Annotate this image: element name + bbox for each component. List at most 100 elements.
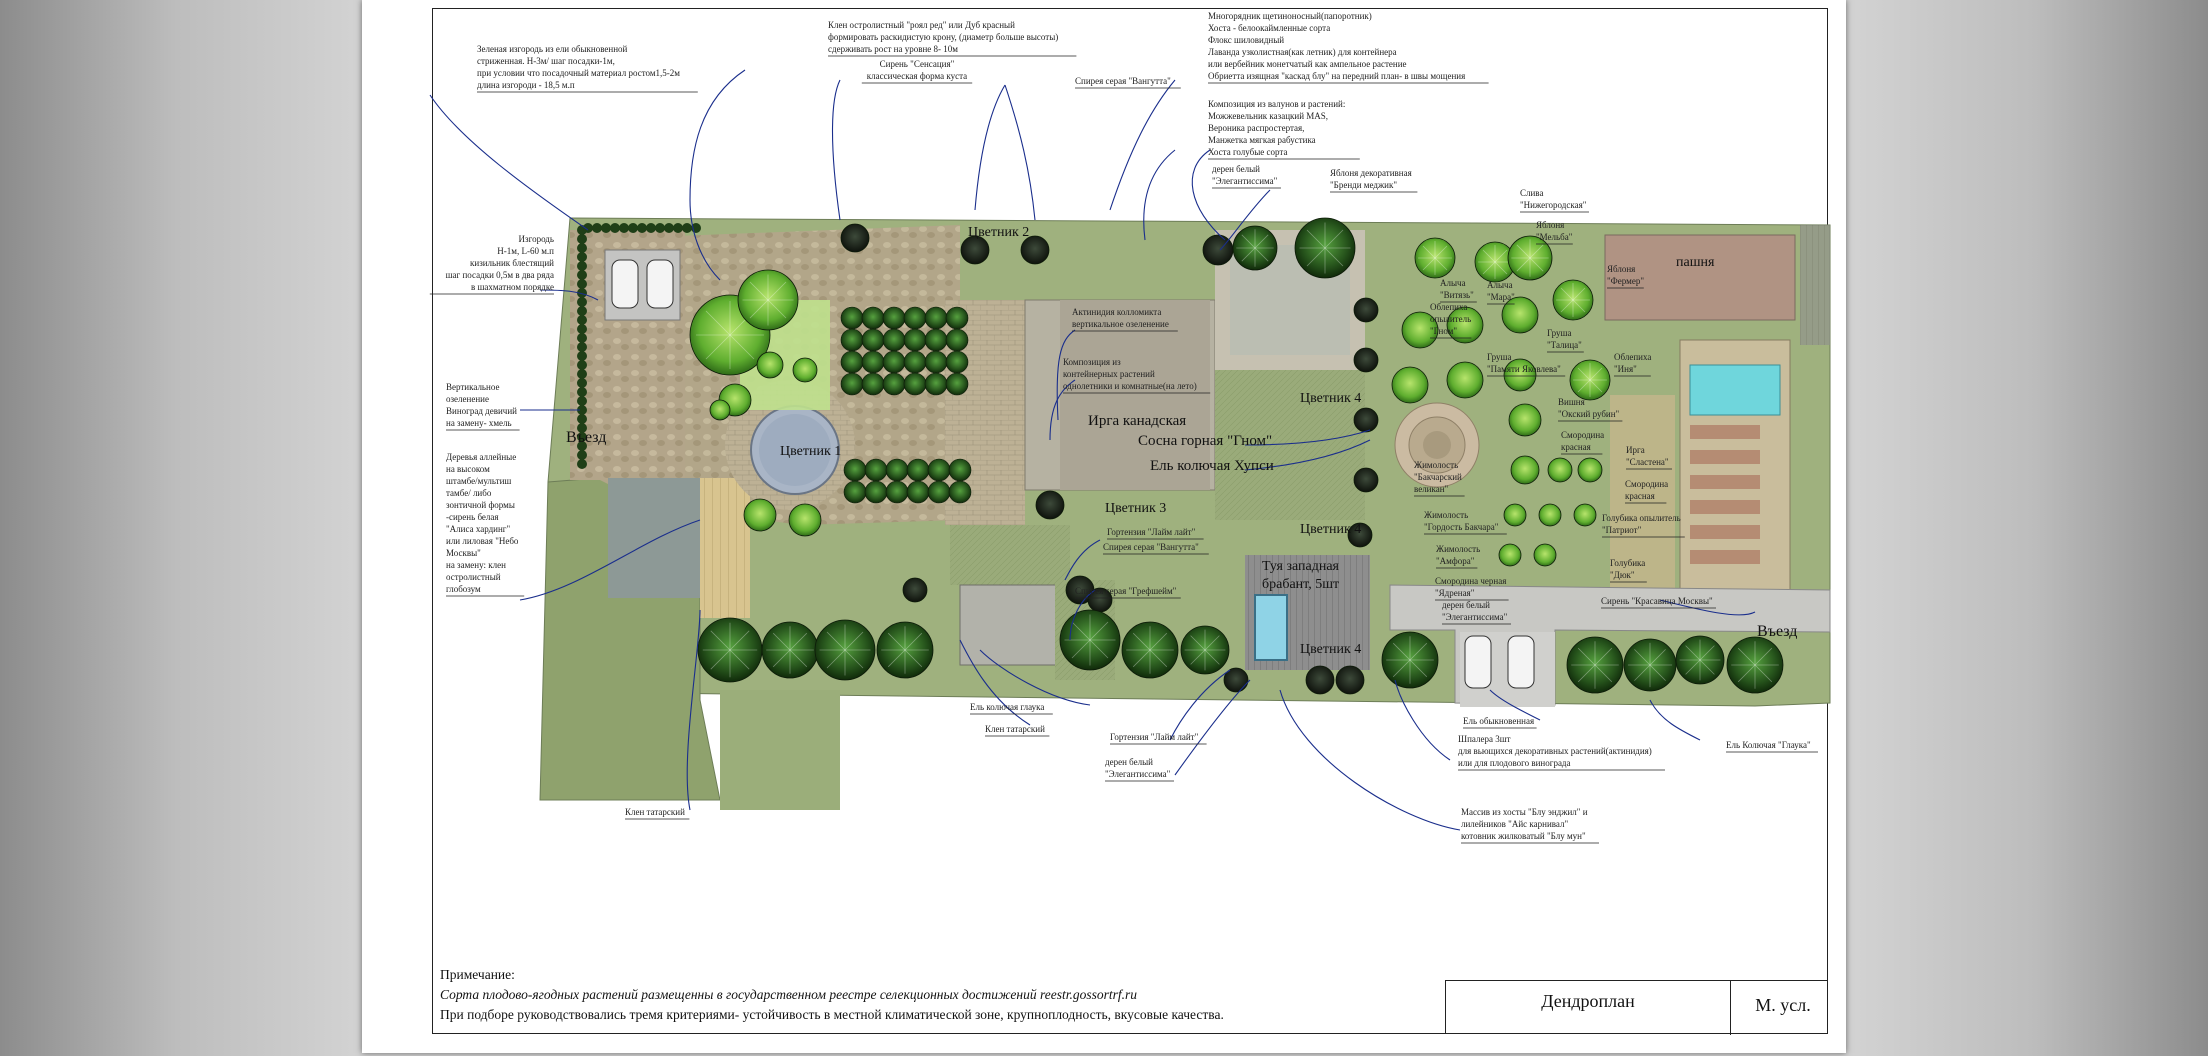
tree-57: [1223, 667, 1249, 693]
callout-line: "Сластена": [1626, 457, 1669, 467]
callout-line: "Гордость Бакчара": [1424, 522, 1499, 532]
tree-branch: [1409, 659, 1428, 678]
callout-line: для вьющихся декоративных растений(актин…: [1458, 746, 1652, 756]
label-irga: Ирга канадская: [1088, 413, 1186, 429]
drawing-scale: М. усл.: [1755, 995, 1811, 1015]
callout-line: Жимолость: [1414, 460, 1458, 470]
boxwood: [843, 480, 867, 504]
tree-branch: [1529, 257, 1544, 272]
tree-branch: [887, 649, 906, 668]
right-driveway: [1389, 584, 1831, 707]
tree-15: [1353, 297, 1379, 323]
callout-line: Спирея серая "Вангутта": [1075, 76, 1171, 86]
callout-line: "Элегантиссима": [1105, 769, 1171, 779]
tree-branch: [1634, 664, 1651, 681]
hedge-plant: [577, 297, 587, 307]
callout-line: кизильник блестящий: [470, 258, 554, 268]
tree-branch: [1577, 647, 1596, 666]
berry-40: [1533, 543, 1557, 567]
hedge-plant: [577, 459, 587, 469]
berry-36: [1577, 457, 1603, 483]
boxwood: [885, 458, 909, 482]
shrub-9: [788, 503, 822, 537]
tree-branch: [1699, 659, 1715, 675]
callout-line: озеленение: [446, 394, 489, 404]
label-flowerbed-4c: Цветник 4: [1300, 642, 1361, 657]
label-spruce: Ель колючая Хупси: [1150, 458, 1274, 474]
callout-line: "Окский рубин": [1558, 409, 1620, 419]
callout-line: однолетники и комнатные(на лето): [1063, 381, 1197, 391]
boxwood: [840, 350, 864, 374]
callout-apple-vityaz: Алыча"Витязь": [1440, 278, 1474, 300]
tree-branch: [904, 632, 923, 651]
callout-apple-farmer: Яблоня"Фермер": [1607, 264, 1644, 286]
label-arable: пашня: [1676, 255, 1715, 270]
tree-branch: [844, 631, 864, 651]
callout-line: при условии что посадочный материал рост…: [477, 68, 680, 78]
boxwood: [948, 458, 972, 482]
callout-line: Ель Колючая "Глаука": [1726, 740, 1811, 750]
callout-cherry: Вишня"Окский рубин": [1558, 397, 1620, 419]
tree-maple-4: [737, 269, 799, 331]
tree-branch: [1434, 257, 1448, 271]
tree-branch: [772, 649, 791, 668]
boxwood: [906, 458, 930, 482]
callout-line: "Талица": [1547, 340, 1582, 350]
boxwood: [903, 306, 927, 330]
notes-line-2: При подборе руководствовались тремя крит…: [440, 1007, 1224, 1022]
callout-line: котовник жилковатый "Блу мун": [1461, 831, 1586, 841]
callout-line: вертикальное озеленение: [1072, 319, 1169, 329]
callout-line: тамбе/ либо: [446, 488, 492, 498]
hedge-plant: [610, 223, 620, 233]
callout-line: стриженная. Н-3м/ шаг посадки-1м,: [477, 56, 615, 66]
tree-branch: [1190, 649, 1206, 665]
tree-branch: [1634, 649, 1651, 666]
callout-line: Клен татарский: [625, 807, 685, 817]
callout-line: Вероника распростертая,: [1208, 123, 1304, 133]
boxwood: [903, 328, 927, 352]
callout-line: классическая форма куста: [867, 71, 967, 81]
callout-line: лилейников "Айс карнивал": [1461, 819, 1568, 829]
tree-branch: [1577, 664, 1596, 683]
callout-line: глобозум: [446, 584, 481, 594]
tree-18: [1353, 467, 1379, 493]
tree-0: [840, 223, 870, 253]
callout-blueberry-duke: Голубика"Дюк": [1610, 558, 1645, 580]
boxwood: [864, 458, 888, 482]
berry-41: [1498, 543, 1522, 567]
callout-line: Лаванда узколистная(как летник) для конт…: [1208, 47, 1397, 57]
hedge-plant: [577, 288, 587, 298]
callout-line: "Фермер": [1607, 276, 1644, 286]
callout-line: Вертикальное: [446, 382, 499, 392]
tree-54: [1675, 635, 1725, 685]
callout-line: красная: [1561, 442, 1591, 452]
fruit-tree-29: [1391, 366, 1429, 404]
callout-line: Ель колючая глаука: [970, 702, 1044, 712]
tree-branch: [844, 649, 864, 669]
callout-line: дерен белый: [1105, 757, 1153, 767]
tree-branch: [789, 649, 808, 668]
tree-48: [1180, 625, 1230, 675]
tree-branch: [749, 299, 769, 319]
hedge-plant: [577, 387, 587, 397]
hedge-plant: [637, 223, 647, 233]
thuja-pool-block: [1245, 555, 1370, 670]
label-flowerbed-1: Цветник 1: [780, 444, 841, 459]
callout-plum: Слива"Нижегородская": [1520, 188, 1587, 210]
tree-branch: [705, 334, 731, 360]
callout-line: Композиция из: [1063, 357, 1121, 367]
notes-line-1: Сорта плодово-ягодных растений размещенн…: [440, 987, 1138, 1002]
callout-line: "Элегантиссима": [1212, 176, 1278, 186]
tree-1: [960, 235, 990, 265]
hedge-plant: [577, 243, 587, 253]
boxwood: [924, 350, 948, 374]
hedge-plant: [577, 279, 587, 289]
tree-branch: [1241, 247, 1256, 262]
hedge-plant: [577, 234, 587, 244]
boxwood: [882, 328, 906, 352]
tree-branch: [710, 630, 731, 651]
